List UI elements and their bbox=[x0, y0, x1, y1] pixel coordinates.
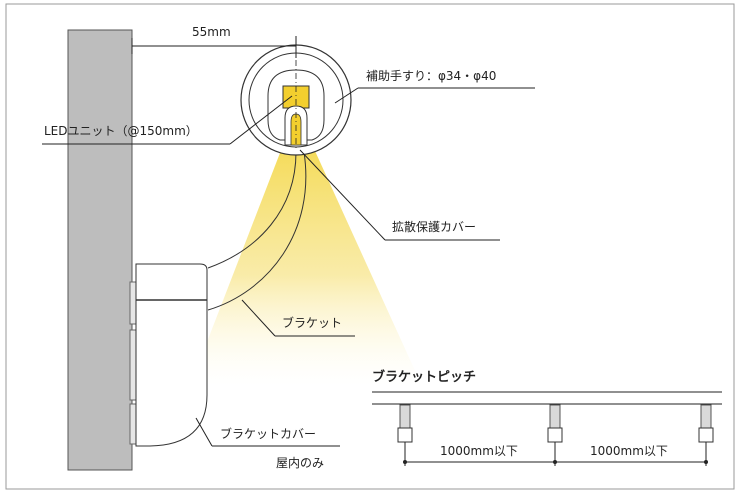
pitch-bracket-1 bbox=[397, 404, 413, 443]
handrail-label: 補助手すり：φ34・φ40 bbox=[366, 69, 496, 83]
label-handrail: 補助手すり：φ34・φ40 bbox=[334, 69, 535, 104]
outer-frame bbox=[5, 3, 735, 490]
pitch-bracket-3 bbox=[698, 404, 714, 443]
dimension-label: 55mm bbox=[192, 25, 231, 39]
label-diffuser-cover: 拡散保護カバー bbox=[299, 149, 500, 241]
bracket-arm-outer bbox=[207, 151, 297, 269]
bracket-label: ブラケット bbox=[282, 315, 342, 330]
dimension-55mm: 55mm bbox=[131, 25, 297, 150]
bracket-cover-label: ブラケットカバー bbox=[220, 426, 316, 441]
led-unit-label: LEDユニット（@150mm） bbox=[44, 124, 198, 138]
diffuser-cover-label: 拡散保護カバー bbox=[392, 219, 476, 234]
pitch-spacing-label-1: 1000mm以下 bbox=[440, 444, 518, 458]
label-bracket: ブラケット bbox=[241, 299, 355, 337]
pitch-heading: ブラケットピッチ bbox=[372, 369, 476, 385]
wall bbox=[67, 29, 133, 471]
bracket-arm-inner bbox=[207, 151, 307, 311]
pitch-spacing-label-2: 1000mm以下 bbox=[590, 444, 668, 458]
label-led-unit: LEDユニット（@150mm） bbox=[42, 95, 293, 145]
bracket-cover-shape bbox=[129, 263, 208, 447]
pitch-bracket-2 bbox=[547, 404, 563, 443]
light-beam bbox=[190, 140, 422, 386]
label-bracket-cover: ブラケットカバー 屋内のみ bbox=[195, 417, 340, 470]
bracket-pitch-detail: ブラケットピッチ 1000mm以下 1000mm以下 bbox=[372, 369, 722, 466]
indoor-only-label: 屋内のみ bbox=[276, 456, 324, 470]
